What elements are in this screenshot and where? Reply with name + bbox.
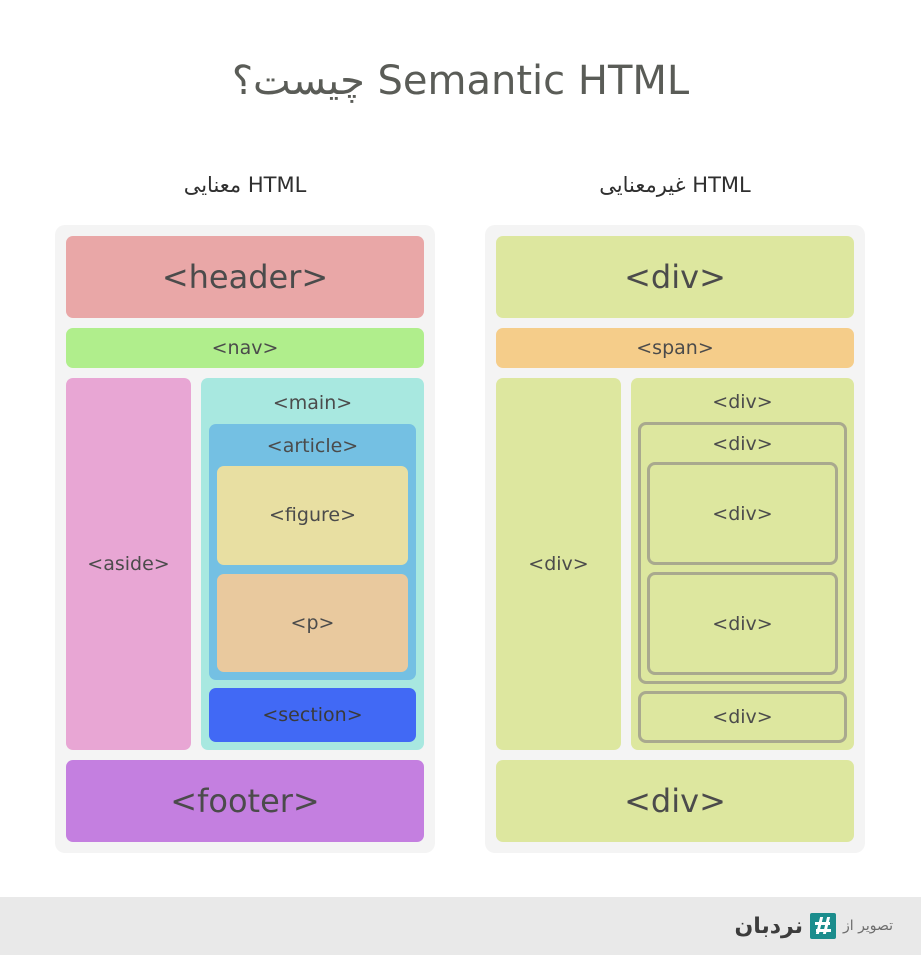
block-figure: <figure> <box>217 466 408 565</box>
block-nav: <nav> <box>66 328 424 368</box>
block-aside-label: <aside> <box>87 553 170 575</box>
footer-band: تصویر از نردبان <box>0 897 921 955</box>
block-span-label: <span> <box>636 337 714 359</box>
block-header-label: <header> <box>161 258 329 296</box>
block-div-nested-child-1: <div> <box>647 462 838 565</box>
brand-name: نردبان <box>734 913 803 939</box>
column-header-nonsemantic: HTML غیرمعنایی <box>599 173 751 197</box>
block-div-lower: <div> <box>638 691 847 743</box>
nardebaan-logo-icon <box>810 913 836 939</box>
block-aside: <aside> <box>66 378 191 750</box>
block-paragraph: <p> <box>217 573 408 672</box>
block-div-right-label: <div> <box>712 391 773 413</box>
nonsemantic-middle-row: <div> <div> <div> <div> <div> <div> <box>496 378 854 750</box>
block-section-label: <section> <box>262 704 363 726</box>
page-title: Semantic HTML چیست؟ <box>231 58 690 104</box>
block-nav-label: <nav> <box>211 337 279 359</box>
block-div-bottom-label: <div> <box>624 782 726 820</box>
block-div-top-label: <div> <box>624 258 726 296</box>
block-main-label: <main> <box>272 392 353 414</box>
block-span: <span> <box>496 328 854 368</box>
credit: تصویر از نردبان <box>734 913 893 939</box>
nonsemantic-html-panel: <div> <span> <div> <div> <div> <div> <di… <box>485 225 865 853</box>
block-paragraph-label: <p> <box>290 611 335 634</box>
block-div-nested: <div> <div> <div> <box>638 422 847 684</box>
block-div-lower-label: <div> <box>712 706 773 728</box>
block-article: <article> <figure> <p> <box>209 424 416 680</box>
semantic-html-panel: <header> <nav> <aside> <main> <article> … <box>55 225 435 853</box>
block-main: <main> <article> <figure> <p> <section> <box>201 378 424 750</box>
block-figure-label: <figure> <box>269 504 356 527</box>
block-div-nested-child-2: <div> <box>647 572 838 675</box>
block-div-nested-child-1-label: <div> <box>712 502 773 525</box>
column-header-semantic: HTML معنایی <box>183 173 307 197</box>
block-article-label: <article> <box>266 435 359 457</box>
block-header: <header> <box>66 236 424 318</box>
block-div-bottom: <div> <box>496 760 854 842</box>
block-footer-label: <footer> <box>170 782 320 820</box>
semantic-middle-row: <aside> <main> <article> <figure> <p> <s… <box>66 378 424 750</box>
block-div-nested-child-2-label: <div> <box>712 612 773 635</box>
block-div-left: <div> <box>496 378 621 750</box>
block-div-left-label: <div> <box>528 553 589 575</box>
credit-text: تصویر از <box>843 918 893 934</box>
block-footer: <footer> <box>66 760 424 842</box>
block-div-top: <div> <box>496 236 854 318</box>
block-div-right: <div> <div> <div> <div> <div> <box>631 378 854 750</box>
block-div-nested-label: <div> <box>712 433 773 455</box>
block-section: <section> <box>209 688 416 742</box>
